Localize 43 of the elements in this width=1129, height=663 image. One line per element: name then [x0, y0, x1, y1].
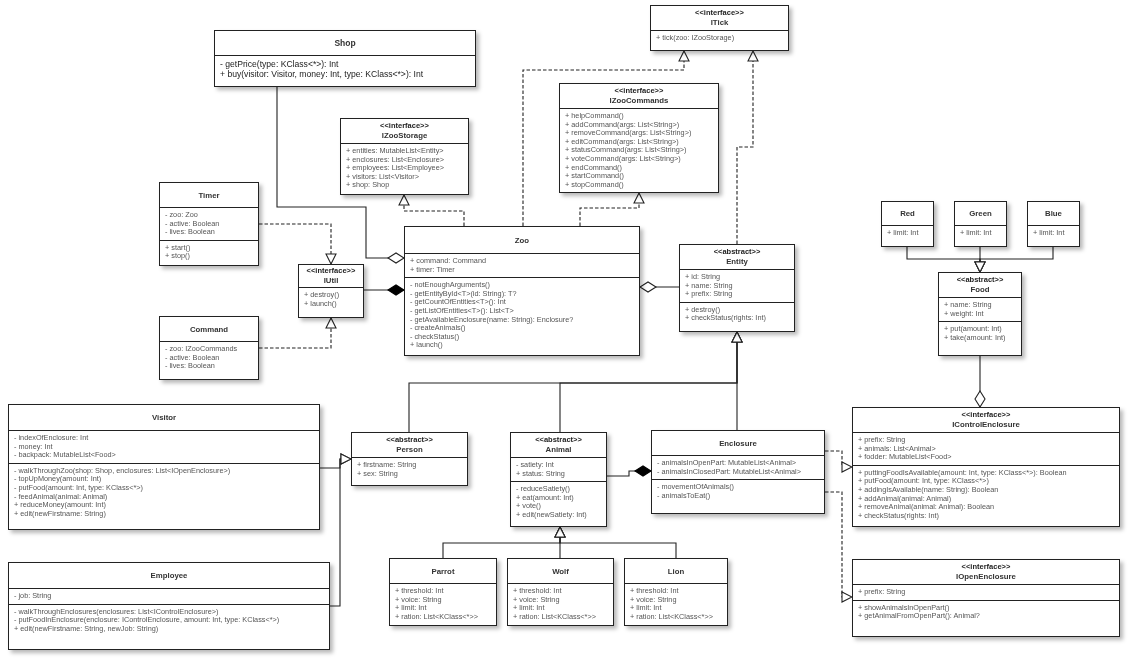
class-box: [852, 407, 1120, 527]
diamond-connector: [606, 465, 652, 477]
realization-arrow: [258, 223, 337, 265]
class-box: [404, 226, 640, 356]
class-box: [651, 430, 825, 514]
class-box: [938, 272, 1022, 356]
class-box: [852, 559, 1120, 637]
class-box: [159, 182, 259, 266]
class-box: [8, 404, 320, 530]
class-box: [159, 316, 259, 380]
diamond-connector: [363, 284, 405, 296]
inheritance-arrow: [974, 246, 1054, 273]
realization-arrow: [736, 50, 759, 245]
inheritance-arrow: [554, 526, 677, 559]
class-box: [954, 201, 1007, 247]
class-box: [351, 432, 468, 486]
class-box: [650, 5, 789, 51]
class-box: [340, 118, 469, 195]
diamond-connector: [276, 86, 405, 264]
class-box: [559, 83, 719, 193]
inheritance-arrow: [731, 331, 743, 431]
class-box: [510, 432, 607, 527]
class-box: [507, 558, 614, 626]
diamond-connector: [974, 355, 986, 408]
class-box: [624, 558, 728, 626]
class-box: [679, 244, 795, 332]
class-name: Shop: [334, 38, 356, 48]
class-box: [214, 30, 476, 87]
member-text: - getPrice(type: KClass<*>): Int: [220, 59, 340, 69]
class-box: [389, 558, 497, 626]
realization-arrow: [824, 450, 853, 473]
diamond-connector: [639, 281, 680, 293]
inheritance-arrow: [329, 453, 352, 607]
realization-arrow: [398, 194, 465, 227]
class-box: [298, 264, 364, 318]
realization-arrow: [522, 50, 690, 227]
class-box: [881, 201, 934, 247]
member-text: + buy(visitor: Visitor, money: Int, type: KClass<*>): Int: [220, 69, 425, 79]
class-box: [8, 562, 330, 650]
realization-arrow: [579, 192, 645, 227]
realization-arrow: [824, 491, 853, 603]
realization-arrow: [258, 317, 337, 349]
class-box: [1027, 201, 1080, 247]
